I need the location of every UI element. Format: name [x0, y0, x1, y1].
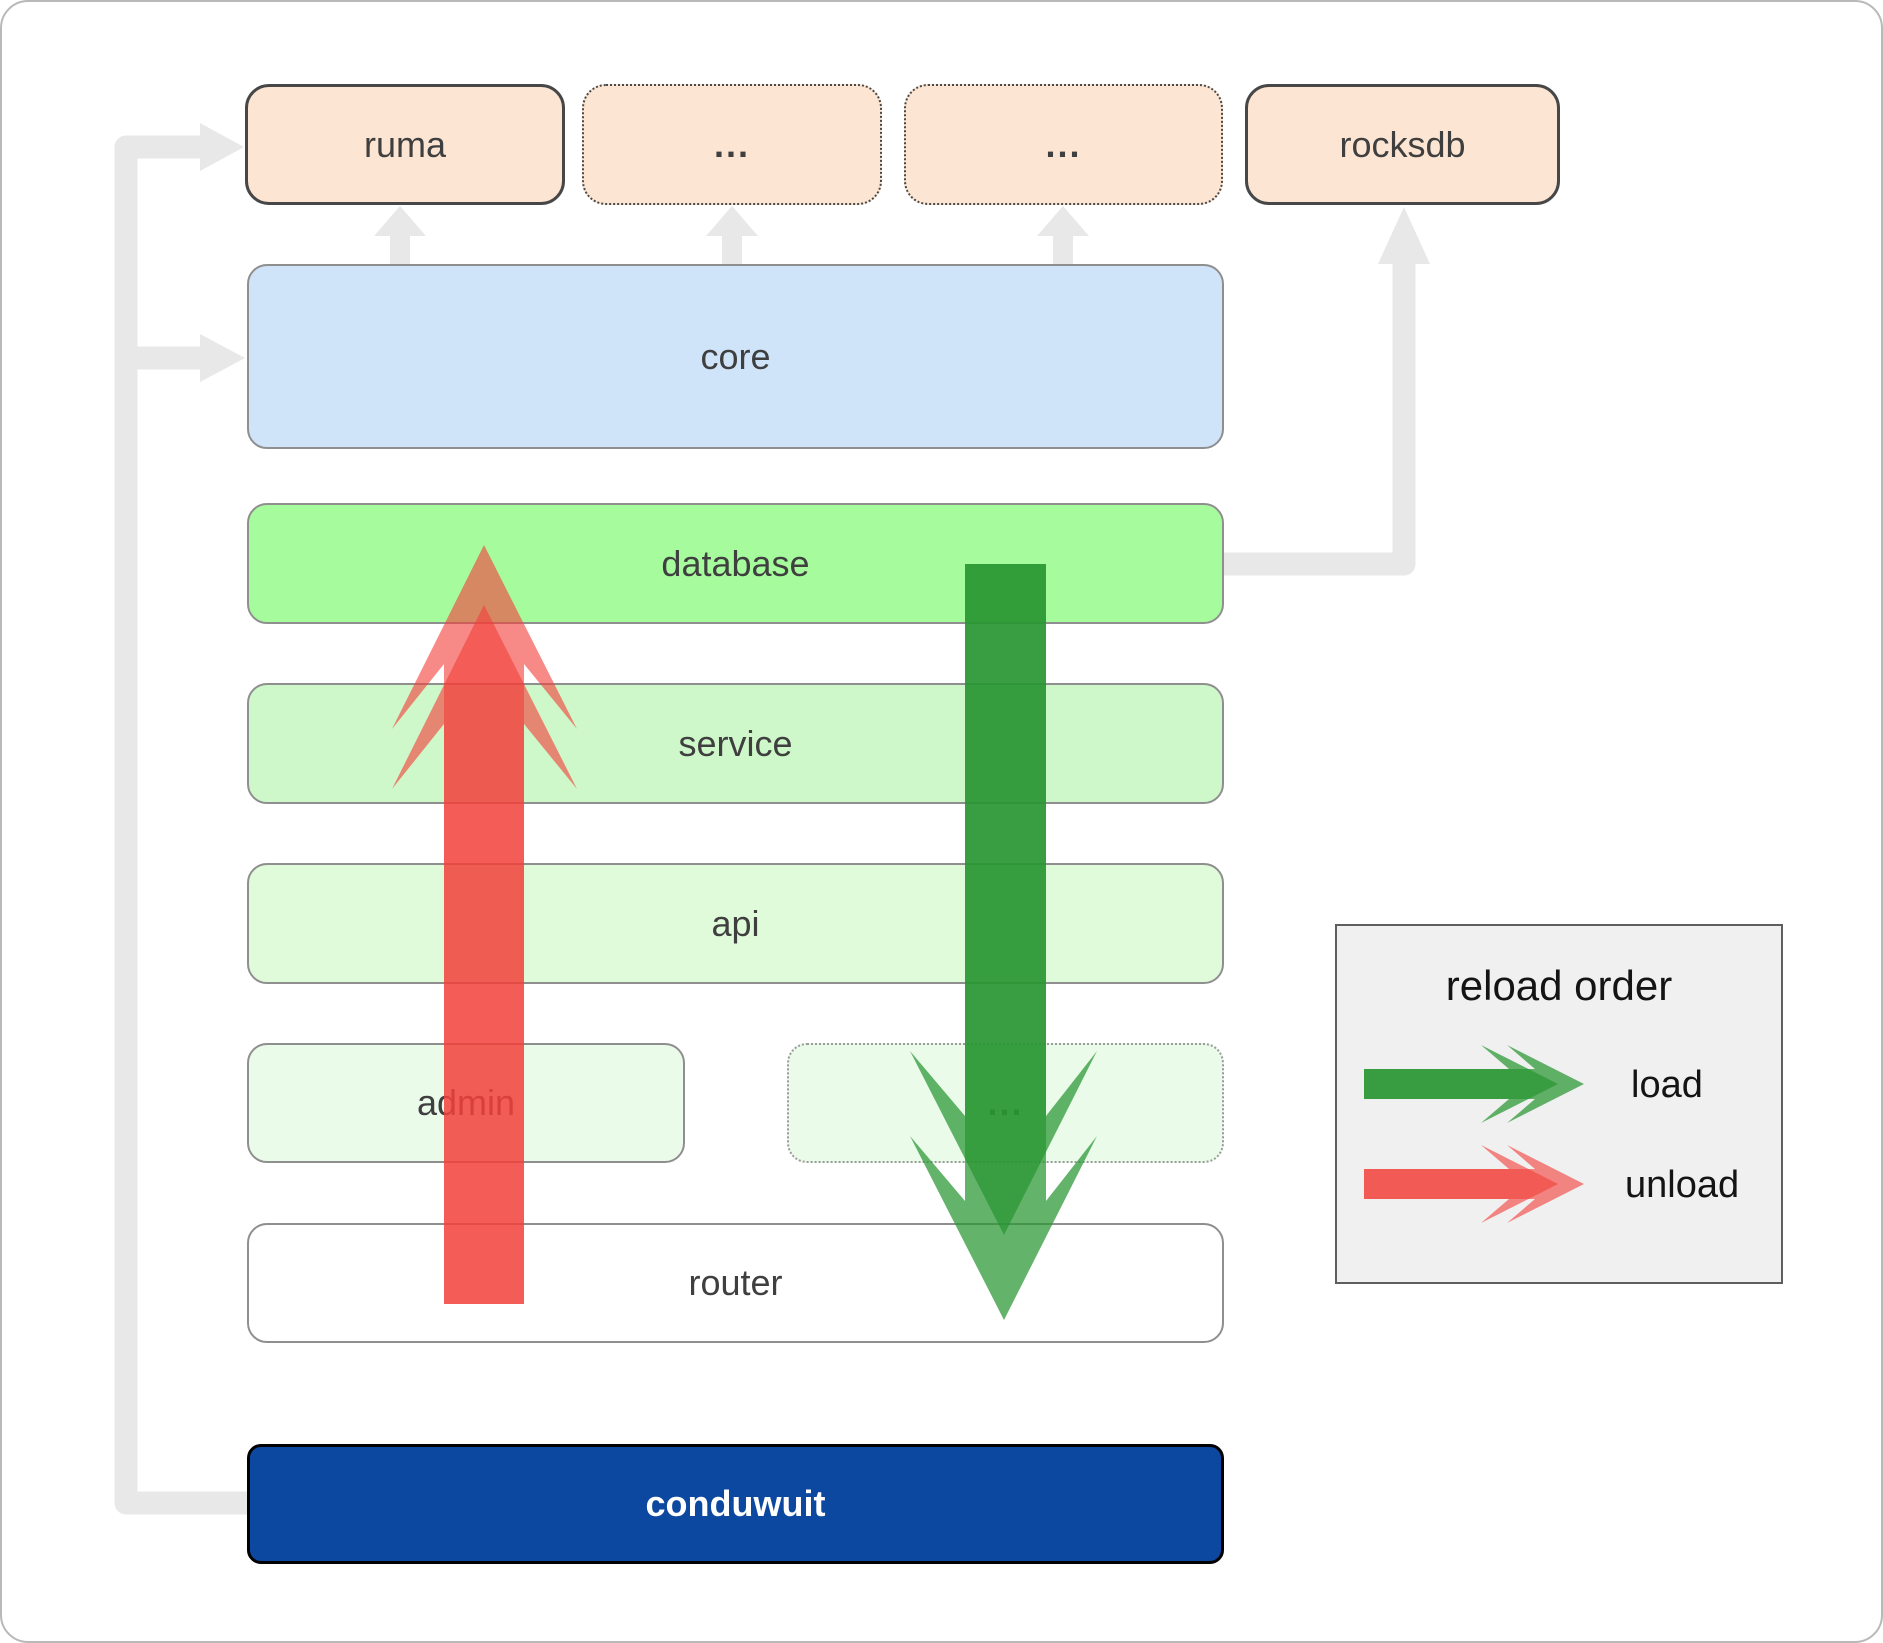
- legend-load-label: load: [1631, 1064, 1703, 1106]
- node-conduwuit: conduwuit: [247, 1444, 1224, 1564]
- arrowhead-up-dots2-icon: [1037, 206, 1089, 236]
- node-conduwuit-label: conduwuit: [645, 1483, 826, 1524]
- node-ruma: ruma: [245, 84, 565, 205]
- legend-unload-label: unload: [1625, 1164, 1740, 1206]
- arrowhead-into-ruma-icon: [200, 123, 244, 171]
- node-admin-label: admin: [416, 1082, 516, 1123]
- node-database-label: database: [661, 542, 810, 584]
- node-core-label: core: [700, 335, 771, 377]
- arrowhead-into-core-icon: [200, 334, 245, 382]
- node-ellipsis-1: ...: [582, 84, 882, 205]
- connector-database-to-rocksdb: [1224, 264, 1416, 576]
- node-ellipsis-2: ...: [904, 84, 1223, 205]
- node-rocksdb-label: rocksdb: [1339, 123, 1466, 165]
- legend-title: reload order: [1445, 962, 1673, 1009]
- node-ellipsis-1-label: ...: [713, 123, 750, 165]
- node-admin-ellipsis: ...: [787, 1043, 1224, 1163]
- node-admin-ellipsis-label: ...: [987, 1082, 1024, 1123]
- node-ellipsis-2-label: ...: [1045, 123, 1082, 165]
- node-ruma-label: ruma: [363, 123, 447, 165]
- connector-conduwuit-spine: [114, 135, 247, 1515]
- node-service: service: [247, 683, 1224, 804]
- arrowhead-up-dots1-icon: [706, 206, 758, 236]
- node-api-label: api: [711, 902, 760, 944]
- arrowhead-into-rocksdb-icon: [1378, 207, 1430, 264]
- node-admin: admin: [247, 1043, 685, 1163]
- node-router: router: [247, 1223, 1224, 1343]
- node-api: api: [247, 863, 1224, 984]
- node-rocksdb: rocksdb: [1245, 84, 1560, 205]
- legend: reload order load unload: [1335, 924, 1783, 1284]
- arrowhead-up-ruma-icon: [374, 206, 426, 236]
- node-core: core: [247, 264, 1224, 449]
- node-service-label: service: [678, 722, 793, 764]
- node-database: database: [247, 503, 1224, 624]
- node-router-label: router: [688, 1262, 783, 1303]
